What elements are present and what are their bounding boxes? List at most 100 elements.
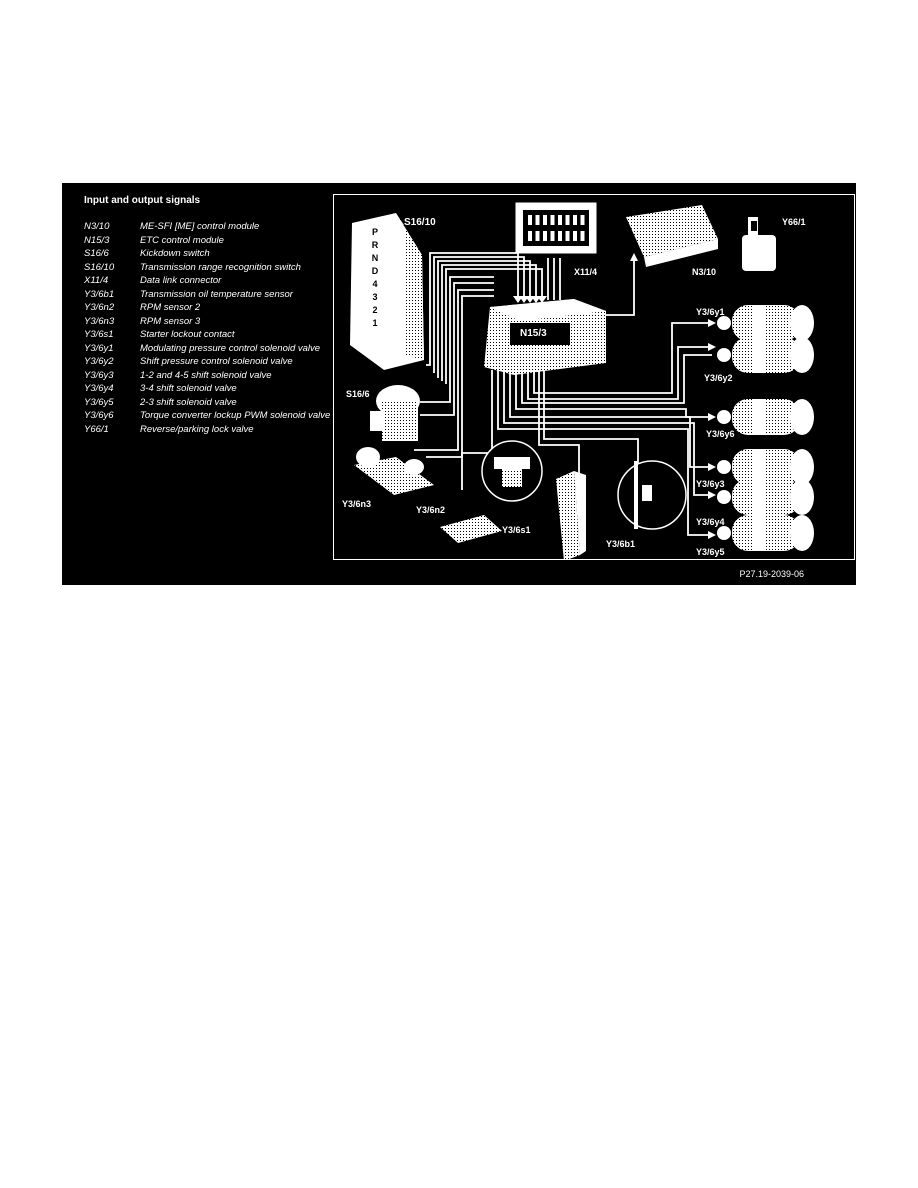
connector-pin — [535, 215, 540, 225]
legend-description: Starter lockout contact — [140, 329, 235, 340]
legend-code: Y3/6y2 — [84, 356, 114, 367]
label-s16-10: S16/10 — [404, 217, 436, 228]
valve-nozzle — [717, 460, 731, 474]
rpm-sensors — [354, 447, 434, 495]
solenoid-valve-y3-6y5 — [717, 515, 814, 551]
signal-arrows — [513, 246, 763, 539]
valve-nozzle — [717, 316, 731, 330]
valve-body — [732, 337, 800, 373]
legend-description: Shift pressure control solenoid valve — [140, 356, 293, 367]
legend-code: Y3/6y6 — [84, 410, 114, 421]
valve-end-cap — [790, 515, 814, 551]
wiring-harness — [414, 250, 760, 536]
legend-description: Transmission oil temperature sensor — [140, 288, 293, 300]
connector-pin — [565, 215, 570, 225]
label-y3-6n3: Y3/6n3 — [342, 499, 371, 509]
valve-ring — [754, 515, 764, 551]
connector-pin — [565, 231, 570, 241]
legend-code: X11/4 — [84, 275, 109, 286]
legend-title: Input and output signals — [84, 195, 201, 206]
legend-row: Y3/6y6 Torque converter lockup PWM soleno… — [84, 410, 334, 421]
legend-description: Kickdown switch — [140, 248, 210, 259]
valve-nozzle — [717, 490, 731, 504]
legend-code: Y3/6s1 — [84, 329, 114, 340]
legend-description: Reverse/parking lock valve — [140, 423, 254, 435]
legend-row: Y3/6y4 3-4 shift solenoid valve — [84, 383, 334, 394]
reverse-parking-lock-valve — [742, 217, 776, 271]
gear-position-R: R — [372, 240, 379, 250]
connector-pin — [558, 215, 562, 225]
me-control-module — [626, 205, 718, 267]
valve-body — [732, 399, 800, 435]
kickdown-switch — [370, 385, 420, 441]
legend-description: 3-4 shift solenoid valve — [140, 383, 237, 394]
valve-body — [732, 449, 800, 485]
gear-position-P: P — [372, 227, 378, 237]
gear-position-N: N — [372, 253, 379, 263]
legend-description: RPM sensor 3 — [140, 315, 201, 327]
solenoid-valve-y3-6y3 — [717, 449, 814, 485]
legend-code: Y3/6n3 — [84, 315, 115, 327]
valve-ring — [754, 399, 764, 435]
label-y3-6b1: Y3/6b1 — [606, 539, 635, 549]
label-y66-1: Y66/1 — [782, 217, 806, 227]
connector-pin — [550, 215, 555, 225]
starter-lockout-contact — [440, 440, 543, 543]
valve-ring — [754, 479, 764, 515]
legend-code: N15/3 — [84, 234, 110, 246]
legend-row: Y3/6y2 Shift pressure control solenoid va… — [84, 356, 334, 367]
valve-body — [732, 515, 800, 551]
valve-ring — [754, 305, 764, 341]
valve-end-cap — [790, 399, 814, 435]
legend-code: Y3/6y3 — [84, 369, 114, 381]
valve-ring — [754, 337, 764, 373]
solenoid-valves — [717, 305, 814, 551]
label-y3-6s1: Y3/6s1 — [502, 525, 531, 535]
legend-description: 2-3 shift solenoid valve — [140, 396, 237, 408]
gear-position-1: 1 — [372, 318, 377, 328]
gear-position-2: 2 — [372, 305, 377, 315]
legend-description: Modulating pressure control solenoid val… — [140, 342, 321, 354]
legend-row: Y3/6y5 2-3 shift solenoid valve — [84, 397, 334, 408]
legend-row: Y66/1 Reverse/parking lock valve — [84, 424, 334, 435]
legend-description: 1-2 and 4-5 shift solenoid valve — [140, 369, 272, 381]
connector-pin — [528, 231, 532, 241]
legend-row: Y3/6y1 Modulating pressure control soleno… — [84, 343, 334, 354]
solenoid-valve-y3-6y6 — [717, 399, 814, 435]
label-y3-6y4: Y3/6y4 — [696, 517, 725, 527]
legend-code: Y3/6y1 — [84, 342, 114, 354]
legend-row: Y3/6y3 1-2 and 4-5 shift solenoid valve — [84, 370, 334, 381]
label-y3-6y3: Y3/6y3 — [696, 479, 725, 489]
connector-pin — [550, 231, 555, 241]
connector-pin — [580, 215, 585, 225]
label-y3-6n2: Y3/6n2 — [416, 505, 445, 515]
legend-row: Y3/6b1 Transmission oil temperature senso… — [84, 289, 334, 300]
label-y3-6y2: Y3/6y2 — [704, 373, 733, 383]
solenoid-valve-y3-6y1 — [717, 305, 814, 341]
gear-position-3: 3 — [372, 292, 377, 302]
label-s16-6: S16/6 — [346, 389, 370, 399]
gear-position-D: D — [372, 266, 379, 276]
legend-code: Y3/6b1 — [84, 288, 115, 300]
legend-code: Y3/6y5 — [84, 396, 114, 408]
legend-description: Torque converter lockup PWM solenoid val… — [140, 410, 331, 421]
valve-body — [732, 305, 800, 341]
label-x11-4: X11/4 — [574, 267, 597, 277]
figure-id: P27.19-2039-06 — [739, 569, 804, 579]
legend-code: S16/10 — [84, 261, 115, 273]
legend-code: Y3/6y4 — [84, 383, 114, 394]
label-n15-3: N15/3 — [520, 328, 547, 339]
valve-nozzle — [717, 526, 731, 540]
legend-code: Y66/1 — [84, 423, 109, 435]
etc-control-module — [484, 299, 606, 375]
connector-pin — [558, 231, 562, 241]
solenoid-valve-y3-6y2 — [717, 337, 814, 373]
